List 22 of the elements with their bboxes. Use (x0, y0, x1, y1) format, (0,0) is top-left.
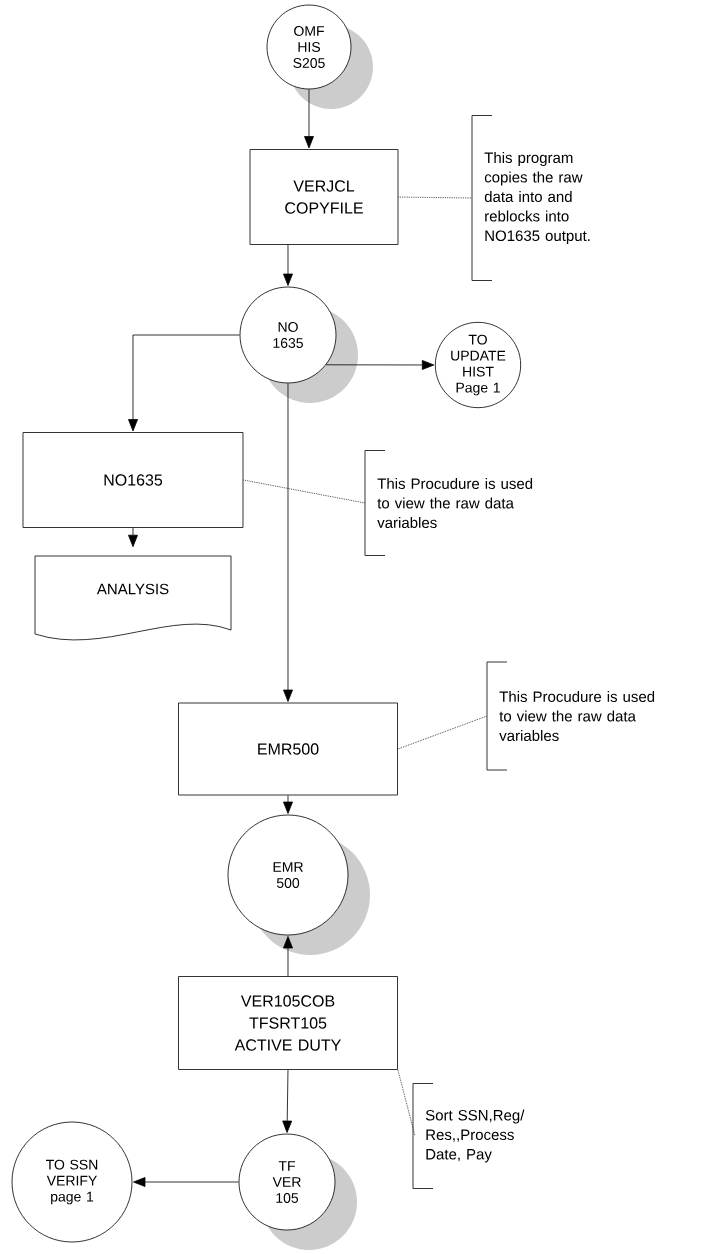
leader-line (397, 1069, 416, 1137)
leader-line (398, 196, 473, 199)
process-box: EMR500 (178, 702, 398, 796)
arrow (304, 89, 314, 149)
process-box: VER105COB TFSRT105 ACTIVE DUTY (178, 976, 398, 1070)
annotation-bracket: This Procudure is used to view the raw data variables (486, 661, 655, 771)
leader-line (397, 715, 488, 750)
arrow (283, 936, 293, 977)
arrow (133, 1177, 239, 1187)
arrow (128, 334, 240, 432)
arrow (128, 527, 138, 548)
annotation-bracket: This Procudure is used to view the raw data variables (364, 450, 533, 556)
leader-line (243, 479, 366, 504)
annotation-bracket: Sort SSN,Reg/ Res,,Process Date, Pay (412, 1083, 525, 1189)
arrow (283, 795, 293, 814)
arrow (283, 383, 293, 702)
arrow (325, 360, 435, 370)
arrow (282, 1069, 293, 1133)
process-box: VERJCL COPYFILE (249, 149, 399, 245)
arrow (283, 244, 293, 286)
process-box: NO1635 (22, 432, 244, 528)
annotation-bracket: This program copies the raw data into and reblocks into NO1635 output. (471, 115, 590, 281)
